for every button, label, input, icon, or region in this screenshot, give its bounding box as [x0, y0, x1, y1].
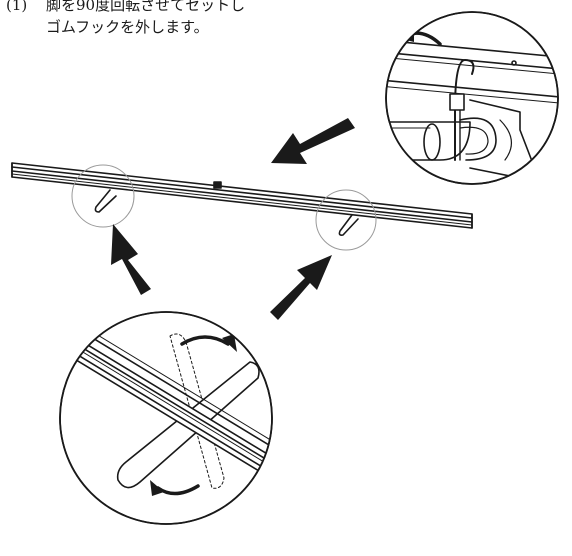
instruction-line-2: ゴムフックを外します。	[46, 18, 209, 36]
arrow-to-bar-icon	[271, 118, 355, 164]
left-leg	[94, 189, 117, 213]
bar-screw	[511, 60, 517, 66]
rubber-hook-detail	[385, 11, 559, 185]
right-leg	[338, 214, 359, 236]
left-leg-magnifier	[71, 164, 135, 228]
arrow-up-right-icon	[270, 255, 332, 320]
center-clip	[213, 181, 222, 189]
instruction-text: (1) 脚を90度回転させてセットし ゴムフックを外します。	[6, 0, 245, 38]
rotate-arrow-bottom-icon	[150, 480, 200, 496]
instruction-line-1: 脚を90度回転させてセットし	[46, 0, 246, 14]
step-number: (1)	[6, 0, 28, 14]
rotate-arrow-top-icon	[180, 334, 237, 352]
screen-bar	[11, 162, 473, 236]
leg-rotation-detail	[59, 311, 273, 525]
right-leg-magnifier	[315, 189, 377, 251]
rubber-hook	[449, 59, 497, 161]
arrow-up-left-icon	[111, 224, 151, 295]
leg-original-position	[169, 333, 225, 489]
